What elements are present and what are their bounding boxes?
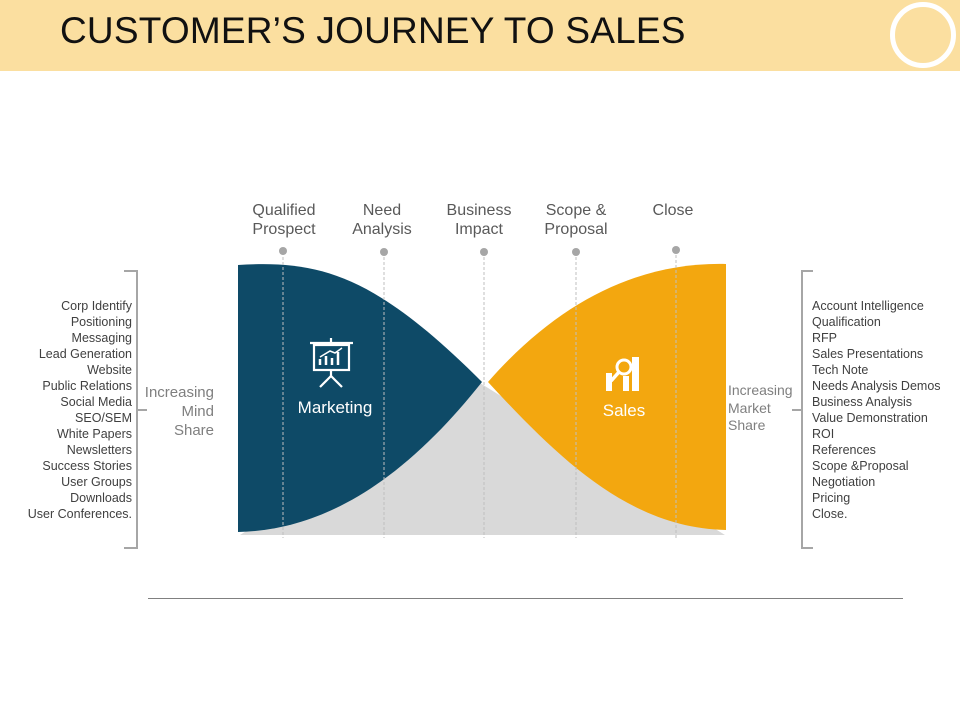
list-item: Close. bbox=[812, 507, 848, 521]
list-item: Tech Note bbox=[812, 363, 869, 377]
bar-chart-magnifier-icon bbox=[606, 357, 639, 391]
marketing-shape bbox=[238, 264, 482, 532]
stage-dot bbox=[480, 248, 488, 256]
sales-shape bbox=[488, 263, 726, 530]
list-item: User Conferences. bbox=[27, 507, 132, 521]
list-item: User Groups bbox=[61, 475, 132, 489]
list-item: SEO/SEM bbox=[75, 411, 132, 425]
market-share-label: Increasing Market Share bbox=[728, 382, 793, 433]
stage-label: Close bbox=[652, 202, 694, 219]
gray-base-area bbox=[240, 383, 725, 535]
list-item: Business Analysis bbox=[812, 395, 913, 409]
stage-dot bbox=[380, 248, 388, 256]
list-item: Newsletters bbox=[66, 443, 132, 457]
list-item: Corp Identify bbox=[61, 299, 132, 313]
list-item: ROI bbox=[812, 427, 835, 441]
list-item: Value Demonstration bbox=[812, 411, 928, 425]
stage-dot bbox=[279, 247, 287, 255]
list-item: References bbox=[812, 443, 876, 457]
list-item: Public Relations bbox=[42, 379, 132, 393]
list-item: Sales Presentations bbox=[812, 347, 924, 361]
list-item: White Papers bbox=[56, 427, 132, 441]
list-item: RFP bbox=[812, 331, 837, 345]
list-item: Positioning bbox=[70, 315, 132, 329]
marketing-label: Marketing bbox=[297, 398, 373, 417]
header-bar: CUSTOMER’S JOURNEY TO SALES bbox=[0, 0, 960, 71]
stage-dot bbox=[672, 246, 680, 254]
mind-share-label: Increasing Mind Share bbox=[144, 384, 214, 439]
marketing-activities-list: Corp Identify Positioning Messaging Lead… bbox=[28, 298, 132, 522]
circle-ring-icon bbox=[890, 2, 956, 68]
list-item: Account Intelligence bbox=[812, 299, 924, 313]
list-item: Negotiation bbox=[812, 475, 876, 489]
sales-label: Sales bbox=[602, 401, 646, 420]
list-item: Needs Analysis Demos bbox=[812, 379, 941, 393]
list-item: Social Media bbox=[60, 395, 132, 409]
list-item: Lead Generation bbox=[38, 347, 132, 361]
footer-divider bbox=[148, 598, 903, 599]
list-item: Website bbox=[87, 363, 132, 377]
stage-label: Scope &Proposal bbox=[544, 202, 608, 238]
list-item: Scope &Proposal bbox=[812, 459, 909, 473]
list-item: Messaging bbox=[71, 331, 132, 345]
list-item: Downloads bbox=[70, 491, 132, 505]
list-item: Pricing bbox=[812, 491, 851, 505]
stage-dot bbox=[572, 248, 580, 256]
list-item: Success Stories bbox=[42, 459, 132, 473]
presentation-chart-icon bbox=[310, 338, 353, 388]
list-item: Qualification bbox=[812, 315, 881, 329]
sales-activities-list: Account Intelligence Qualification RFP S… bbox=[812, 298, 941, 522]
page-title: CUSTOMER’S JOURNEY TO SALES bbox=[60, 10, 686, 51]
